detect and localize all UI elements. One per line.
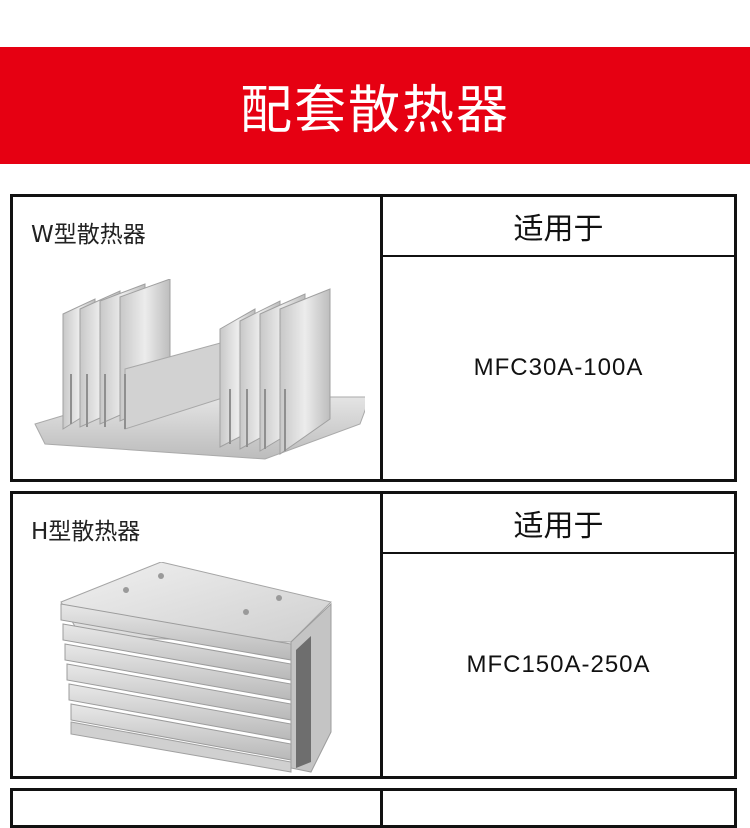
spec-cell: 适用于 MFC30A-100A <box>383 197 734 479</box>
w-heatsink-image <box>34 279 365 460</box>
heatsink-type-label: W型散热器 <box>31 222 146 248</box>
spec-cell <box>383 791 734 825</box>
product-row-w: W型散热器 <box>10 194 737 482</box>
heatsink-type-label: H型散热器 <box>31 519 141 545</box>
model-range: MFC150A-250A <box>466 651 651 678</box>
product-row-h: H型散热器 <box>10 491 737 779</box>
image-cell: H型散热器 <box>13 494 383 776</box>
image-cell: W型散热器 <box>13 197 383 479</box>
column-header: 适用于 <box>383 197 734 257</box>
title-banner: 配套散热器 <box>0 47 750 164</box>
page-title: 配套散热器 <box>239 81 510 141</box>
spec-cell: 适用于 MFC150A-250A <box>383 494 734 776</box>
product-row-next <box>10 788 737 828</box>
h-heatsink-image <box>60 562 332 773</box>
image-cell <box>13 791 383 825</box>
column-header: 适用于 <box>383 494 734 554</box>
model-range: MFC30A-100A <box>473 354 644 381</box>
